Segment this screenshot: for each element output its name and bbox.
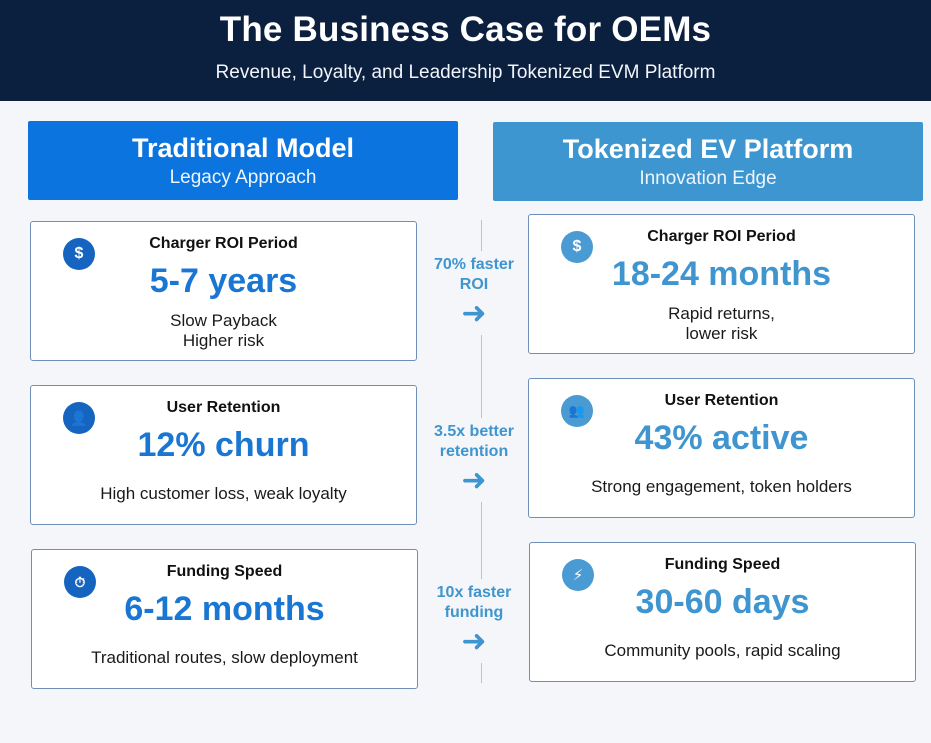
arrow-right-icon: ➜ [461,625,487,658]
arrow-right-icon: ➜ [461,464,487,497]
card-label: User Retention [166,399,281,416]
card-description: Slow Payback Higher risk [170,311,277,350]
lightning-icon: ⚡ [562,559,594,591]
page-header: The Business Case for OEMs Revenue, Loya… [0,0,931,101]
card-description: Rapid returns, lower risk [668,304,775,343]
card-value: 43% active [634,419,809,457]
card-value: 30-60 days [635,583,810,621]
card-description: Traditional routes, slow deployment [91,648,358,667]
page-title: The Business Case for OEMs [219,10,712,49]
user-icon: 👤 [63,402,95,434]
users-icon: 👥 [561,395,593,427]
page-subtitle: Revenue, Loyalty, and Leadership Tokeniz… [215,62,716,83]
traditional-funding-card: ⏱ Funding Speed 6-12 months Traditional … [31,549,418,689]
arrow-right-icon: ➜ [461,297,487,330]
funding-comparison: 10x faster funding ➜ [420,579,528,663]
traditional-roi-card: $ Charger ROI Period 5-7 years Slow Payb… [30,221,417,361]
tokenized-retention-card: 👥 User Retention 43% active Strong engag… [528,378,915,518]
card-description: High customer loss, weak loyalty [100,484,347,503]
card-label: Charger ROI Period [149,235,298,252]
card-label: Funding Speed [166,563,283,580]
tokenized-heading: Tokenized EV Platform [562,134,854,164]
traditional-subheading: Legacy Approach [169,167,317,188]
tokenized-subheading: Innovation Edge [639,168,777,189]
card-label: User Retention [664,392,779,409]
traditional-model-header: Traditional Model Legacy Approach [28,121,458,200]
card-label: Funding Speed [664,556,781,573]
roi-comparison: 70% faster ROI ➜ [420,251,528,335]
card-value: 18-24 months [611,255,832,293]
dollar-icon: $ [561,231,593,263]
traditional-retention-card: 👤 User Retention 12% churn High customer… [30,385,417,525]
card-value: 12% churn [137,426,310,464]
card-label: Charger ROI Period [647,228,796,245]
tokenized-platform-header: Tokenized EV Platform Innovation Edge [493,122,923,201]
traditional-heading: Traditional Model [131,133,354,163]
tokenized-funding-card: ⚡ Funding Speed 30-60 days Community poo… [529,542,916,682]
card-description: Community pools, rapid scaling [604,641,841,660]
retention-comparison: 3.5x better retention ➜ [420,418,528,502]
card-value: 5-7 years [149,262,298,300]
stopwatch-icon: ⏱ [64,566,96,598]
card-description: Strong engagement, token holders [591,477,852,496]
tokenized-roi-card: $ Charger ROI Period 18-24 months Rapid … [528,214,915,354]
dollar-icon: $ [63,238,95,270]
card-value: 6-12 months [124,590,325,628]
